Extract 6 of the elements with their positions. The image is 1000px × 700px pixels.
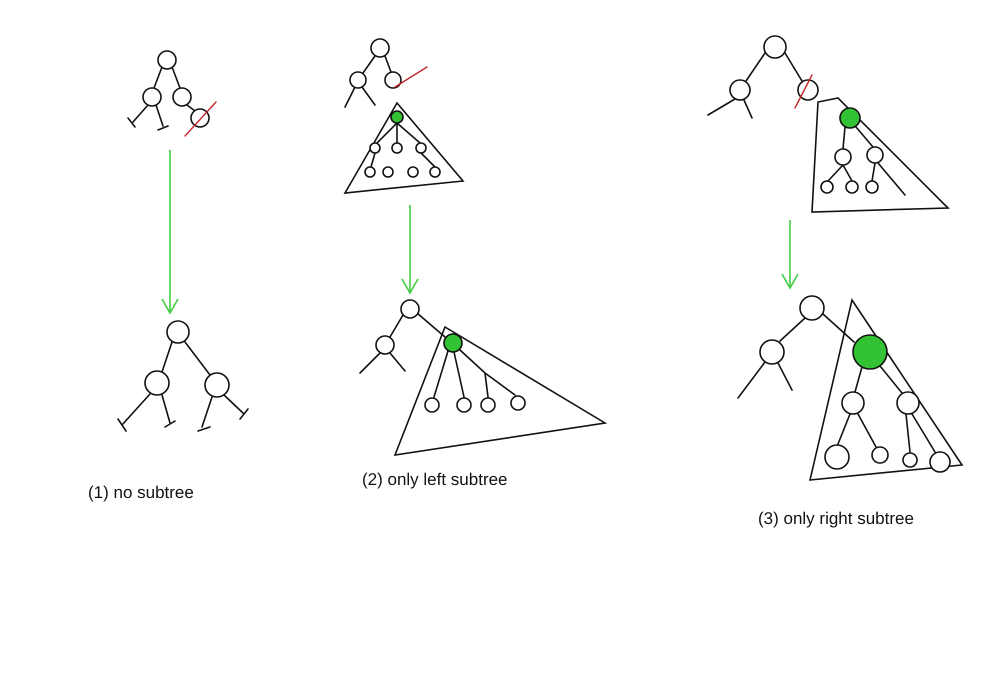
node-label: (3) only right subtree: [758, 508, 914, 530]
node-label: (2) only left subtree: [362, 469, 508, 491]
node-label: (1) no subtree: [88, 482, 194, 504]
arrow: [161, 150, 179, 314]
arrow: [781, 220, 799, 289]
arrow: [401, 205, 419, 294]
